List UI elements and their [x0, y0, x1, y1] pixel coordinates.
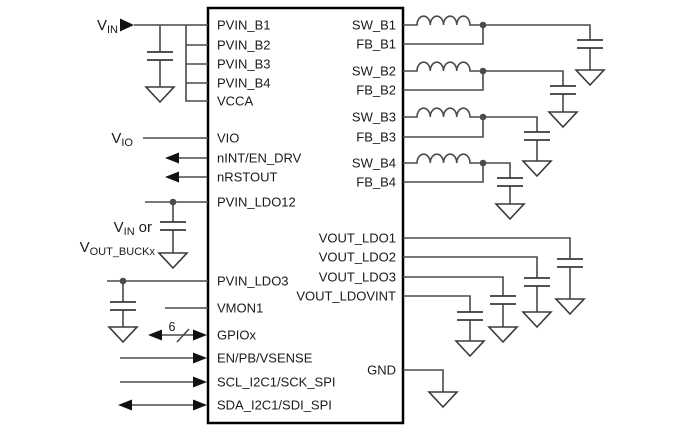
pin-label-fb-b4: FB_B4 [356, 175, 396, 190]
junction-dot [479, 159, 487, 167]
nrstout-output-arrow-icon [165, 171, 179, 183]
buck3-ground-icon [522, 160, 552, 177]
ldo12-ground-icon [158, 252, 188, 269]
wire-vout-ldo2 [403, 256, 538, 312]
wire-pvin-ldo3 [107, 280, 208, 327]
ldo3-ground-icon [108, 326, 138, 343]
ic-body [206, 6, 405, 425]
pin-label-en-pb-vsense: EN/PB/VSENSE [217, 351, 313, 366]
pin-label-sw-b4: SW_B4 [352, 156, 396, 171]
pin-label-nrstout: nRSTOUT [217, 170, 277, 185]
buck2-capacitor-icon [549, 85, 577, 95]
ldo2-out-capacitor-icon [523, 277, 551, 287]
pin-label-pvin-ldo3: PVIN_LDO3 [217, 274, 289, 289]
buck1-ground-icon [575, 69, 605, 86]
pin-label-gpiox: GPIOx [217, 328, 257, 343]
pin-label-pvin-b3: PVIN_B3 [217, 57, 270, 72]
gpio-right-arrow-icon [193, 329, 207, 341]
pin-label-vout-ldovint: VOUT_LDOVINT [296, 289, 396, 304]
pin-label-vmon1: VMON1 [217, 301, 263, 316]
pin-label-pvin-ldo12: PVIN_LDO12 [217, 195, 296, 210]
pin-label-pvin-b4: PVIN_B4 [217, 76, 270, 91]
pin-label-nint: nINT/EN_DRV [217, 151, 302, 166]
pin-label-vcca: VCCA [217, 94, 253, 109]
ldo3-out-ground-icon [488, 326, 518, 343]
nint-output-arrow-icon [165, 152, 179, 164]
buck3-capacitor-icon [523, 131, 551, 141]
wire-sw-b2 [403, 61, 564, 112]
sda-right-arrow-icon [193, 399, 207, 411]
ldo1-out-capacitor-icon [556, 258, 584, 268]
junction-dot [479, 21, 487, 29]
wire-sw-b4 [403, 153, 511, 204]
buck1-capacitor-icon [576, 39, 604, 49]
junction-dot [119, 277, 127, 285]
buck4-capacitor-icon [496, 177, 524, 187]
wire-sw-b1 [403, 15, 591, 70]
junction-dot [479, 67, 487, 75]
ldovint-out-ground-icon [455, 340, 485, 357]
label-vio: VIO [111, 130, 133, 149]
wire-fb-b4 [403, 163, 484, 183]
pin-label-pvin-b1: PVIN_B1 [217, 18, 270, 33]
wire-vout-ldo3 [403, 276, 504, 327]
pin-label-vout-ldo3: VOUT_LDO3 [319, 270, 396, 285]
gnd-ground-icon [428, 391, 458, 408]
wire-gpiox [160, 328, 195, 343]
ldo12-capacitor-icon [159, 221, 187, 231]
wire-gnd [403, 369, 444, 392]
pin-label-gnd: GND [367, 363, 396, 378]
ldovint-out-capacitor-icon [456, 311, 484, 321]
vin-ground-icon [145, 86, 175, 103]
junction-dot [169, 198, 177, 206]
wire-vin-net [134, 24, 208, 102]
pin-label-vout-ldo1: VOUT_LDO1 [319, 231, 396, 246]
wire-fb-b3 [403, 117, 484, 138]
label-vout-buckx: VOUT_BUCKx [80, 239, 156, 258]
wire-pvin-ldo12 [145, 201, 208, 253]
ldo3-capacitor-icon [109, 301, 137, 311]
pin-label-sw-b1: SW_B1 [352, 18, 396, 33]
junction-dot [479, 113, 487, 121]
wire-vout-ldovint [403, 295, 471, 341]
buck2-ground-icon [548, 111, 578, 128]
wire-fb-b1 [403, 25, 484, 45]
pin-label-fb-b3: FB_B3 [356, 130, 396, 145]
wire-fb-b2 [403, 71, 484, 91]
pin-label-scl: SCL_I2C1/SCK_SPI [217, 375, 336, 390]
pin-label-sw-b2: SW_B2 [352, 64, 396, 79]
buck4-ground-icon [495, 203, 525, 220]
ldo3-out-capacitor-icon [489, 295, 517, 305]
vin-port-icon [120, 18, 134, 32]
pin-label-sw-b3: SW_B3 [352, 110, 396, 125]
pin-label-vio: VIO [217, 131, 239, 146]
en-input-arrow-icon [193, 352, 207, 364]
scl-input-arrow-icon [193, 376, 207, 388]
sda-left-arrow-icon [118, 399, 132, 411]
wire-sw-b3 [403, 107, 538, 161]
ldo2-out-ground-icon [522, 311, 552, 328]
label-gpio-bus-width: 6 [169, 320, 176, 334]
ldo1-out-ground-icon [555, 298, 585, 315]
wire-vout-ldo1 [403, 237, 571, 299]
pin-label-sda: SDA_I2C1/SDI_SPI [217, 398, 332, 413]
vin-capacitor-icon [146, 51, 174, 61]
pin-label-pvin-b2: PVIN_B2 [217, 38, 270, 53]
pin-label-fb-b2: FB_B2 [356, 83, 396, 98]
pin-label-vout-ldo2: VOUT_LDO2 [319, 250, 396, 265]
gpio-left-arrow-icon [148, 329, 162, 341]
label-vin: VIN [97, 17, 118, 36]
pin-label-fb-b1: FB_B1 [356, 37, 396, 52]
